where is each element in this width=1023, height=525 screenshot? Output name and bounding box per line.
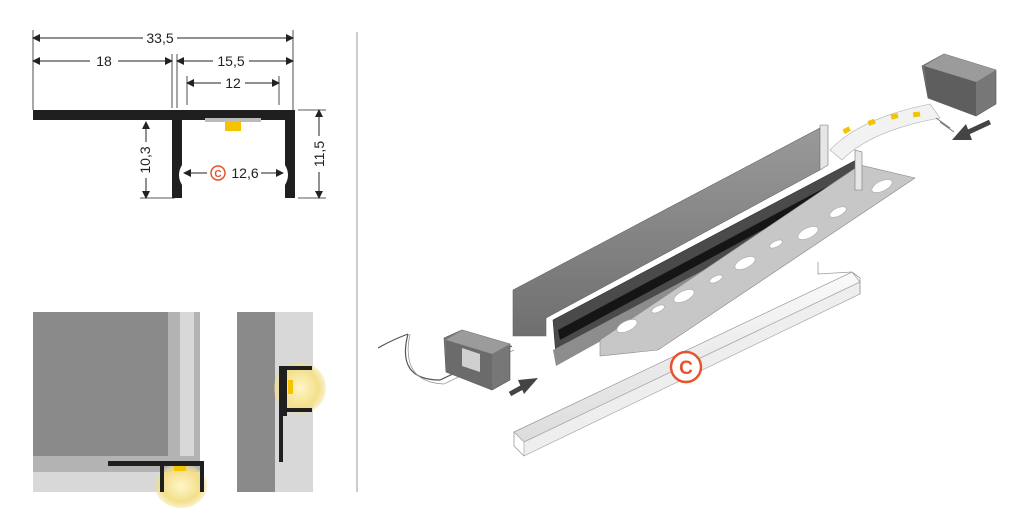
dim-total-width: 33,5	[32, 30, 294, 110]
profile-shape	[33, 110, 295, 198]
install-example-corner	[33, 312, 207, 508]
led-chip	[225, 121, 241, 131]
c-badge-small	[210, 165, 226, 181]
arrow-up-right-icon	[508, 378, 538, 397]
dim-diffuser-width: C 12,6	[183, 163, 284, 181]
end-cap-right	[921, 53, 997, 117]
dim-total-width-label: 33,5	[146, 30, 173, 46]
dim-diffuser-width-label: 12,6	[231, 165, 258, 181]
dim-right-part: 15,5	[176, 53, 294, 108]
dim-outer-height: 11,5	[298, 109, 328, 199]
dim-inner-height: 10,3	[136, 121, 175, 199]
led-strip	[205, 118, 261, 122]
exploded-view: C	[377, 53, 997, 457]
c-badge-large: C	[669, 350, 703, 384]
dim-channel-width-label: 12	[225, 75, 241, 91]
dim-inner-height-label: 10,3	[137, 146, 153, 173]
end-cap-left	[377, 329, 515, 391]
dim-right-part-label: 15,5	[217, 53, 244, 69]
dim-left-flange: 18	[32, 53, 173, 108]
mounting-holes	[616, 179, 893, 333]
led-strip-3d	[829, 103, 955, 161]
c-badge-small-letter: C	[214, 169, 221, 180]
c-badge-large-letter: C	[679, 358, 693, 379]
dim-channel-width: 12	[186, 75, 280, 105]
cross-section: 33,5 18 15,5 12 10	[32, 30, 328, 199]
arrow-down-left-icon	[952, 119, 992, 140]
install-example-wall	[237, 312, 326, 492]
dim-left-flange-label: 18	[96, 53, 112, 69]
dim-outer-height-label: 11,5	[311, 141, 327, 167]
